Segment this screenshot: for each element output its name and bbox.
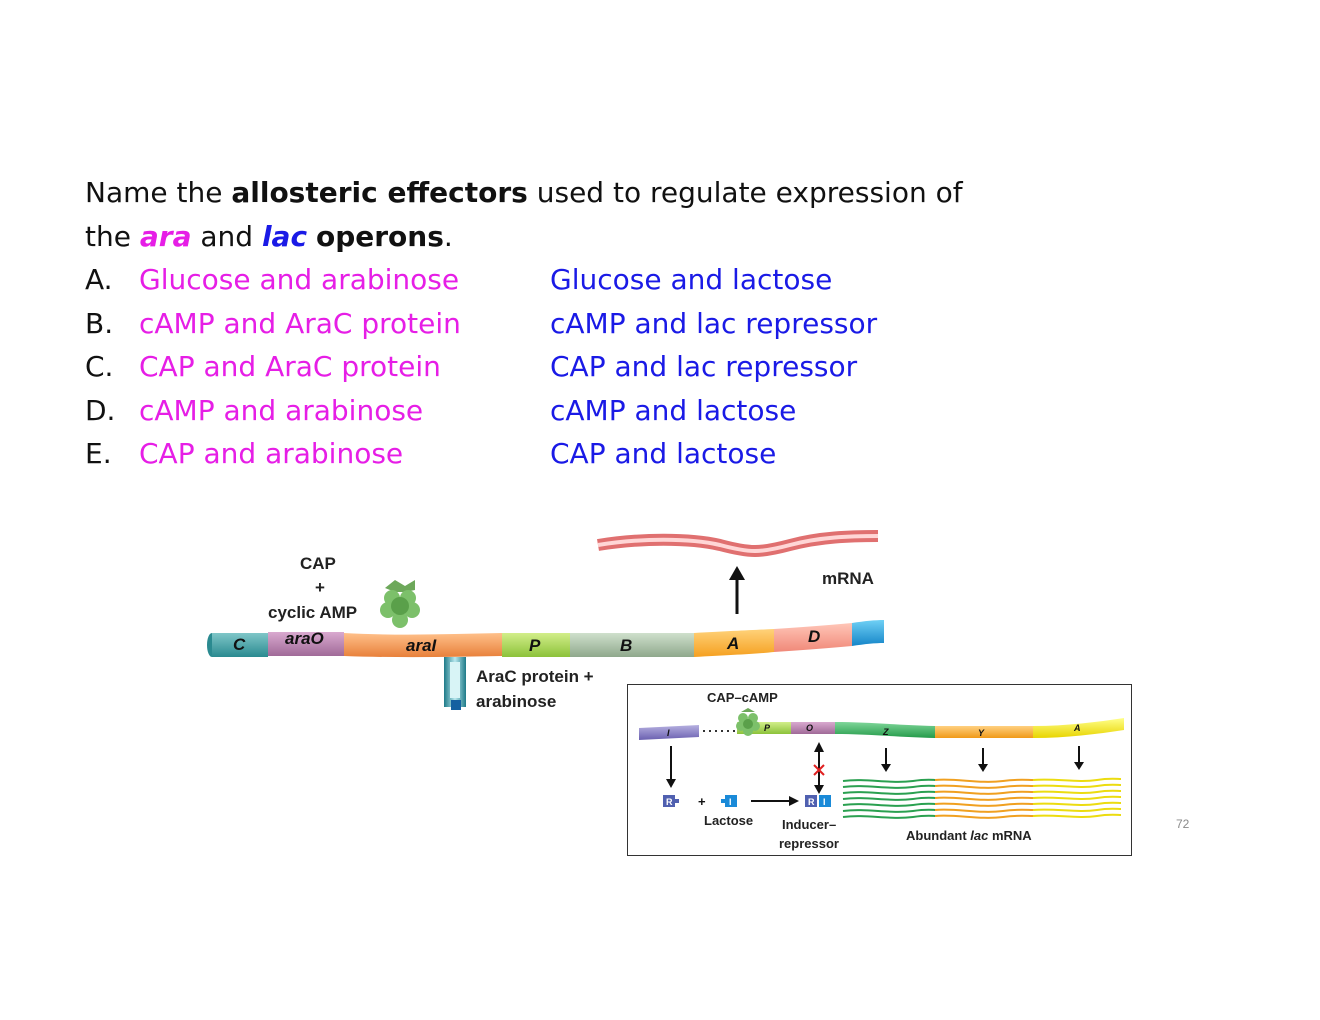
dna-end-segment [852,620,884,646]
arac-protein-icon [444,657,466,710]
option-lac-answer: Glucose and lactose [550,263,833,296]
lac-i-arrow [666,746,676,788]
repressor-icon: R [663,795,679,807]
option-letter: C. [85,350,114,383]
ara-mrna-strand [597,530,879,557]
gene-o-segment [791,722,835,734]
cap-camp-icon [736,708,760,736]
blocked-binding-arrow [813,742,825,794]
abundant-lac-mrna-label: Abundant lac mRNA [906,828,1032,843]
option-lac-answer: CAP and lac repressor [550,350,858,383]
gene-b-segment [570,633,694,657]
ara-dna-strand [207,620,884,658]
gene-label: araO [285,629,324,648]
gene-label: P [529,636,541,655]
option-ara-answer: cAMP and arabinose [139,393,424,427]
inducer-repressor-label-line1: Inducer– [782,817,836,832]
option-ara-answer: CAP and arabinose [139,437,404,470]
option-ara-answer: CAP and AraC protein [139,350,441,383]
gene-label: A [1073,723,1081,733]
option-letter: D. [85,393,116,427]
svg-text:R: R [808,797,815,807]
option-c[interactable]: C. CAP and AraC protein CAP and lac repr… [85,345,945,389]
gene-arao-segment [268,632,344,656]
plus-sign: + [315,578,325,597]
gene-a-segment [694,629,774,657]
option-d[interactable]: D. cAMP and arabinose cAMP and lactose [85,389,945,433]
option-letter: A. [85,263,113,296]
cap-camp-complex-icon [380,580,420,628]
gene-label: C [233,635,246,654]
gene-p-segment [502,633,570,657]
ara-term: ara [139,220,192,253]
gene-a-segment [1033,718,1124,738]
gene-arai-segment [344,633,502,658]
page-number: 72 [1176,817,1190,831]
abundant-lac-mrna-strands [842,777,1122,819]
gene-label: O [806,723,813,733]
option-lac-answer: cAMP and lac repressor [550,306,878,340]
option-b[interactable]: B. cAMP and AraC protein cAMP and lac re… [85,302,945,346]
option-letter: E. [85,437,112,470]
gene-d-segment [774,623,852,652]
option-lac-answer: CAP and lactose [550,437,777,470]
gene-label: araI [406,636,438,655]
operons-term: operons [315,220,444,253]
inducer-repressor-label-line2: repressor [779,836,839,851]
plus-sign: + [698,794,706,809]
gene-label: Z [882,727,889,737]
gene-label: D [808,627,820,646]
answer-options: A. Glucose and arabinose Glucose and lac… [85,258,945,476]
option-lac-answer: cAMP and lactose [550,393,797,427]
lactose-label: Lactose [704,813,753,828]
svg-text:I: I [729,797,732,807]
option-ara-answer: cAMP and AraC protein [139,306,461,340]
inducer-repressor-icon: R I [805,795,831,807]
question-text: Name the allosteric effectors used to re… [85,176,963,253]
cyclic-amp-label: cyclic AMP [268,603,357,622]
gene-i-segment [639,725,699,740]
transcription-arrows [881,746,1084,772]
arac-arabinose-label-line1: AraC protein + [476,667,594,686]
lactose-inducer-icon: I [721,795,737,807]
cap-label: CAP [300,554,336,573]
option-e[interactable]: E. CAP and arabinose CAP and lactose [85,432,945,476]
mrna-label: mRNA [822,569,874,588]
option-letter: B. [85,306,114,340]
binding-arrow [751,796,799,806]
gene-y-segment [935,726,1033,738]
cap-camp-label: CAP–cAMP [707,690,778,705]
gene-z-segment [835,722,935,738]
gene-label: I [667,728,670,738]
svg-text:R: R [666,797,673,807]
lac-operon-diagram: CAP–cAMP I P O Z Y A [627,684,1132,856]
gene-label: P [764,723,771,733]
gene-label: Y [978,728,985,738]
gene-c-segment [212,633,268,657]
transcription-arrow [729,566,745,614]
allosteric-effectors-term: allosteric effectors [231,176,528,209]
gene-label: A [726,634,739,653]
svg-text:I: I [823,797,826,807]
option-ara-answer: Glucose and arabinose [139,263,460,296]
arac-arabinose-label-line2: arabinose [476,692,556,711]
lac-term: lac [261,220,308,253]
gene-label: B [620,636,632,655]
option-a[interactable]: A. Glucose and arabinose Glucose and lac… [85,258,945,302]
